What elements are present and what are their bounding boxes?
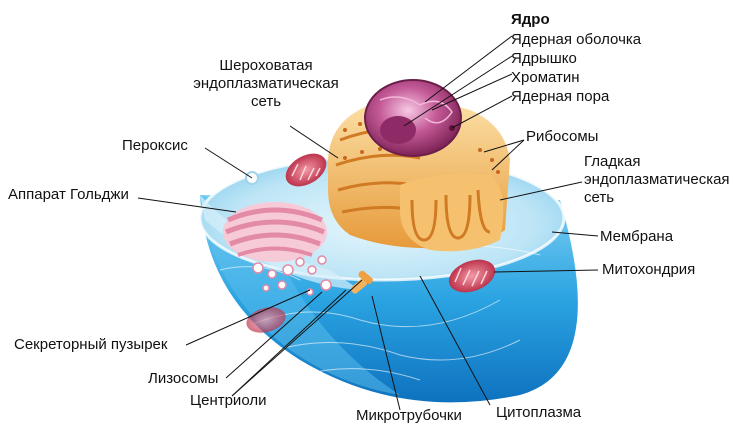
label-membrane: Мембрана — [600, 228, 673, 246]
golgi-apparatus — [223, 202, 327, 262]
label-peroxisome: Пероксис — [122, 137, 188, 155]
label-nuclear-envelope: Ядерная оболочка — [511, 31, 641, 49]
label-lysosomes: Лизосомы — [148, 370, 218, 388]
label-golgi: Аппарат Гольджи — [8, 186, 129, 204]
label-chromatin: Хроматин — [511, 69, 580, 87]
label-nuclear-pore: Ядерная пора — [511, 88, 609, 106]
label-nucleolus: Ядрышко — [511, 50, 577, 68]
label-smooth-er-line3: сеть — [584, 189, 730, 207]
label-smooth-er: Гладкая эндоплазматическая сеть — [584, 153, 730, 207]
label-rough-er-line1: Шероховатая — [176, 57, 356, 75]
nucleolus — [380, 116, 416, 144]
label-cytoplasm: Цитоплазма — [496, 404, 581, 422]
label-smooth-er-line1: Гладкая — [584, 153, 730, 171]
label-centrioles: Центриоли — [190, 392, 266, 410]
nucleus — [365, 80, 461, 156]
label-microtubules: Микротрубочки — [356, 407, 462, 425]
label-nucleus: Ядро — [511, 11, 550, 29]
label-ribosomes: Рибосомы — [526, 128, 598, 146]
label-rough-er-line3: сеть — [176, 93, 356, 111]
label-rough-er: Шероховатая эндоплазматическая сеть — [176, 57, 356, 111]
label-secretory-vesicle: Секреторный пузырек — [14, 336, 167, 354]
label-smooth-er-line2: эндоплазматическая — [584, 171, 730, 189]
label-rough-er-line2: эндоплазматическая — [176, 75, 356, 93]
label-mitochondrion: Митохондрия — [602, 261, 695, 279]
smooth-er — [400, 174, 503, 252]
